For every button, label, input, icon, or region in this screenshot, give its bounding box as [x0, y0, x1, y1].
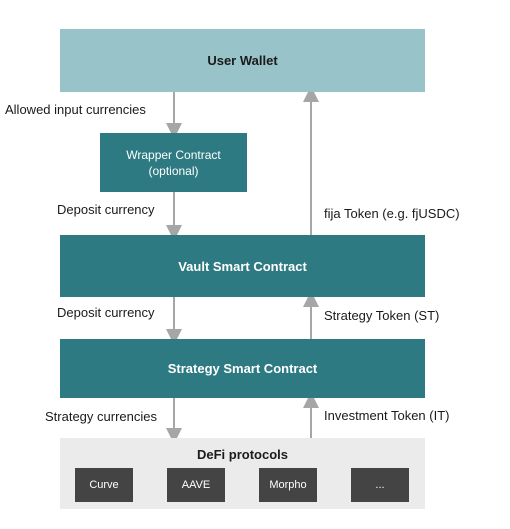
label-deposit-currency-2: Deposit currency [57, 305, 155, 320]
label-strategy-currencies: Strategy currencies [45, 409, 157, 424]
vault-contract-box: Vault Smart Contract [60, 235, 425, 297]
wrapper-contract-optional-label: (optional) [148, 163, 199, 178]
label-strategy-token: Strategy Token (ST) [324, 308, 440, 323]
label-investment-token: Investment Token (IT) [324, 408, 450, 423]
label-deposit-currency-1: Deposit currency [57, 202, 155, 217]
protocol-morpho: Morpho [259, 468, 317, 502]
defi-protocols-label: DeFi protocols [196, 447, 288, 462]
label-allowed-input-currencies: Allowed input currencies [5, 102, 146, 117]
strategy-contract-box: Strategy Smart Contract [60, 339, 425, 398]
label-fija-token: fija Token (e.g. fjUSDC) [324, 206, 460, 221]
vault-contract-label: Vault Smart Contract [178, 258, 307, 274]
wrapper-contract-box: Wrapper Contract (optional) [100, 133, 247, 192]
user-wallet-label: User Wallet [207, 53, 278, 68]
protocol-curve: Curve [75, 468, 133, 502]
protocol-aave: AAVE [167, 468, 225, 502]
strategy-contract-label: Strategy Smart Contract [167, 361, 318, 376]
wrapper-contract-label: Wrapper Contract [126, 147, 221, 162]
protocol-more: ... [351, 468, 409, 502]
user-wallet-box: User Wallet [60, 29, 425, 92]
